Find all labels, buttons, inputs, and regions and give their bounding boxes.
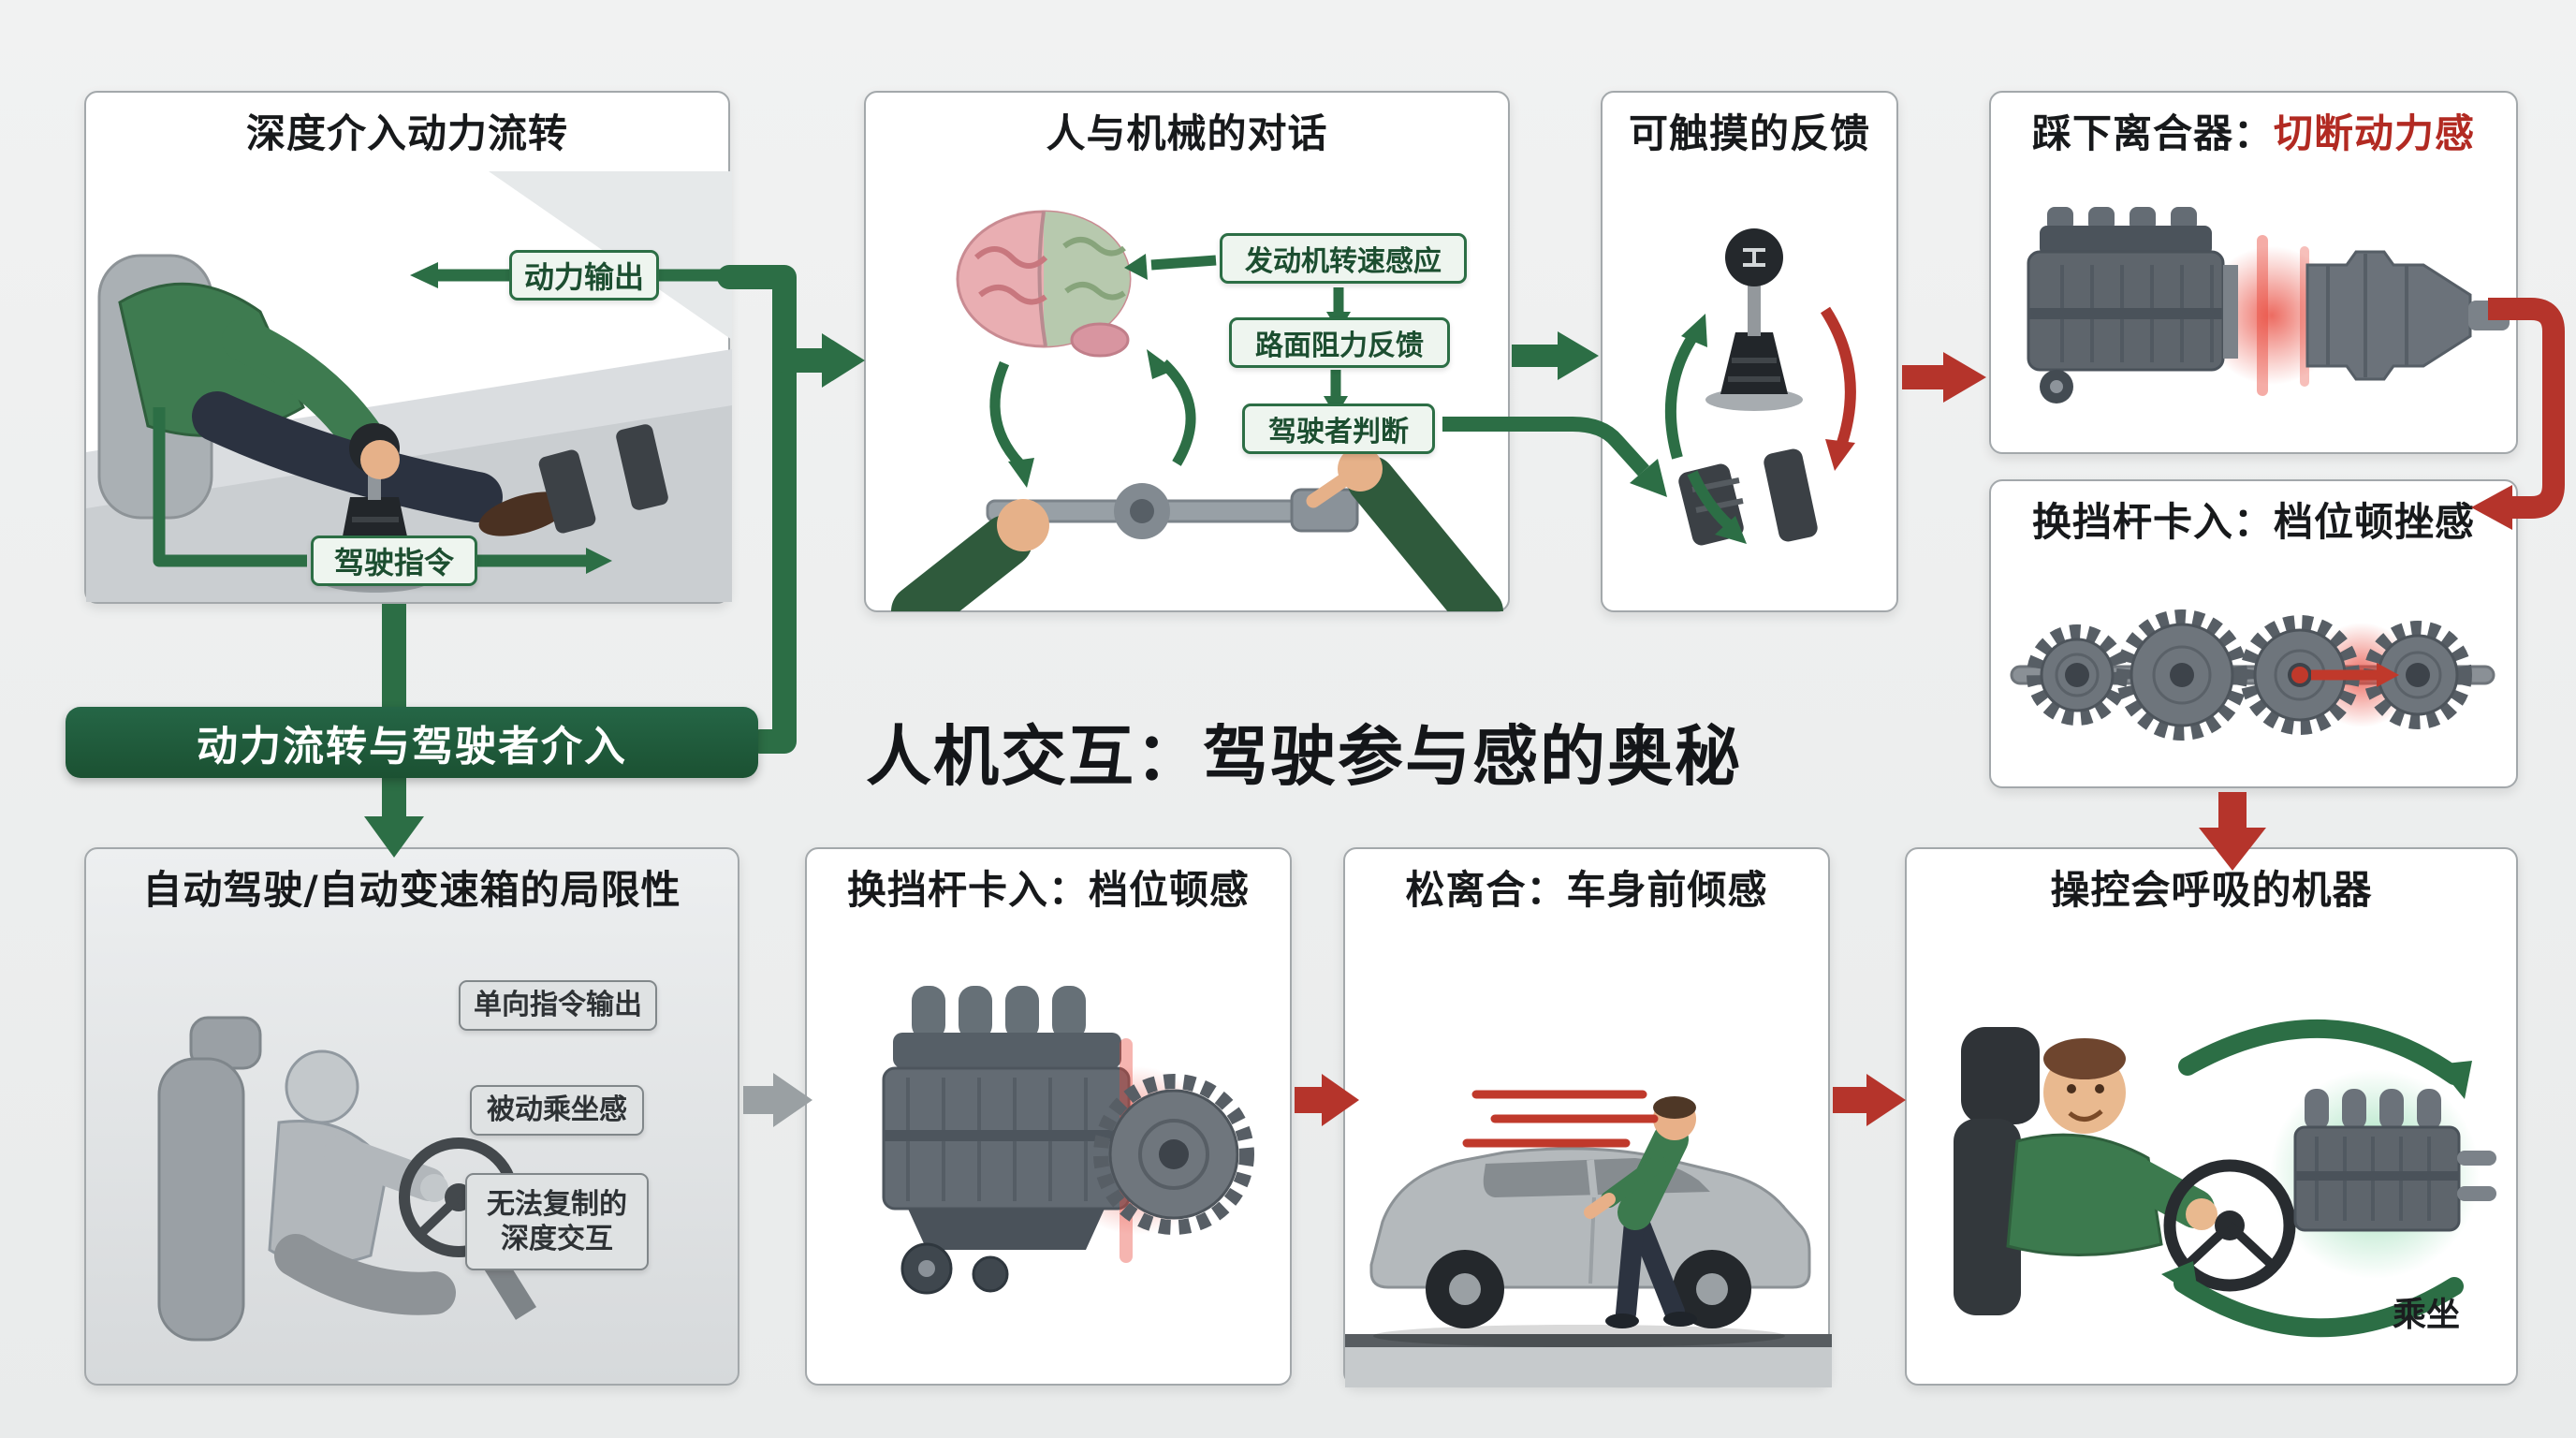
label-one-way-command: 单向指令输出 (459, 980, 657, 1031)
clutch-flywheel-icon (1093, 1074, 1254, 1235)
engine-icon (882, 986, 1131, 1295)
main-title: 人机交互：驾驶参与感的奥秘 (866, 718, 1742, 795)
panel-tactile-feedback: 可触摸的反馈 (1601, 91, 1898, 612)
clutch-title-prefix: 踩下离合器： (2031, 110, 2274, 156)
transmission-icon (2305, 250, 2510, 381)
brain-hand-cycle-arrows (989, 255, 1344, 473)
label-passive-ride: 被动乘坐感 (470, 1085, 644, 1136)
engage-red-arrow (2291, 663, 2399, 687)
gear-icon (2116, 609, 2247, 741)
engine-icon (2027, 207, 2238, 404)
steering-wheel-icon (2163, 1159, 2296, 1292)
label-no-deep-interaction: 无法复制的 深度交互 (465, 1173, 649, 1270)
label-engine-rpm-sense: 发动机转速感应 (1220, 233, 1467, 284)
label-ride: 乘坐 (2392, 1296, 2460, 1334)
panel-title-clutch-press: 踩下离合器：切断动力感 (1991, 93, 2516, 156)
panel-gear-engage-bottom: 换挡杆卡入：档位顿感 (805, 847, 1292, 1386)
panel-human-machine-dialogue: 人与机械的对话 (864, 91, 1510, 612)
driver-shifter-illustration (86, 171, 732, 602)
interaction-cycle-arrows (2174, 1020, 2464, 1338)
panel-gear-engage-side: 换挡杆卡入：档位顿挫感 (1989, 479, 2518, 788)
panel-clutch-release: 松离合：车身前倾感 (1343, 847, 1832, 1387)
label-drive-command: 驾驶指令 (311, 536, 477, 586)
engine-icon (2293, 1089, 2496, 1232)
panel-clutch-press: 踩下离合器：切断动力感 (1989, 91, 2518, 454)
panel-title-automation: 自动驾驶/自动变速箱的局限性 (142, 867, 681, 913)
gear-train-illustration (2010, 609, 2496, 741)
clutch-title-highlight: 切断动力感 (2274, 110, 2476, 156)
engine-clutch-illustration (882, 986, 1254, 1295)
lurching-person-icon (1584, 1096, 1697, 1328)
driver-engine-cycle-illustration (1954, 1020, 2496, 1338)
panel-title-breathing-machine: 操控会呼吸的机器 (2050, 867, 2373, 913)
tactile-red-arrow (1820, 306, 1856, 450)
label-road-resistance-feedback: 路面阻力反馈 (1229, 317, 1450, 368)
car-seat-icon (1954, 1027, 2040, 1315)
cut-line-left (2257, 235, 2268, 396)
brain-icon (956, 210, 1132, 358)
driver-icon (118, 282, 570, 536)
right-hand-icon (1306, 447, 1503, 611)
panel-breathing-machine: 操控会呼吸的机器 (1905, 847, 2518, 1386)
pedals-icon (1678, 448, 1818, 546)
car-seat-icon (157, 1016, 262, 1342)
gear-icon (2027, 624, 2128, 726)
passive-driver-icon (268, 1049, 456, 1315)
panel-title-tactile: 可触摸的反馈 (1628, 110, 1870, 156)
stick-pedals-illustration (1664, 228, 1856, 546)
car-icon (1369, 1147, 1811, 1328)
panel-title-dialogue: 人与机械的对话 (1046, 110, 1328, 156)
happy-driver-icon (2006, 1038, 2217, 1257)
label-power-output: 动力输出 (509, 250, 659, 301)
panel-title-gear-engage-bottom: 换挡杆卡入：档位顿感 (846, 867, 1250, 913)
gear-icon (2364, 621, 2472, 729)
brain-hands-illustration (891, 210, 1503, 611)
speed-lines-icon (1462, 1090, 1659, 1148)
pedals-icon (538, 424, 668, 534)
arrowhead-into-dialogue (822, 333, 865, 388)
label-driver-judgment: 驾驶者判断 (1242, 404, 1435, 454)
panel-title-deep-power-flow: 深度介入动力流转 (245, 110, 568, 156)
green-power-trunk-arrow (717, 265, 834, 754)
panel-deep-power-flow: 深度介入动力流转 (84, 91, 732, 604)
panel-title-clutch-release: 松离合：车身前倾感 (1405, 867, 1768, 913)
gear-stick-icon (1705, 228, 1803, 411)
left-hand-icon (891, 499, 1049, 611)
power-flow-banner: 动力流转与驾驶者介入 (66, 707, 758, 778)
panel-title-gear-engage-side: 换挡杆卡入：档位顿挫感 (2031, 499, 2475, 545)
car-lurch-illustration (1345, 1090, 1832, 1387)
drive-command-arrow (153, 407, 586, 567)
engine-transmission-illustration (2027, 207, 2510, 404)
road-icon (1345, 1334, 1832, 1347)
panel-automation-limits: 自动驾驶/自动变速箱的局限性 单向指令输出 被动乘坐感 (84, 847, 739, 1386)
